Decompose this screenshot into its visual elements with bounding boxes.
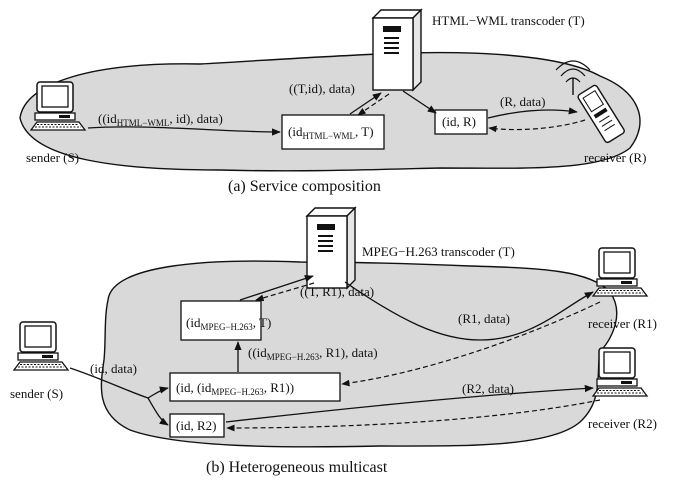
sender-label: sender (S) [26, 150, 79, 165]
sender-computer-icon [13, 321, 69, 371]
arrow-top-to-transcoder [239, 275, 314, 301]
transcoder-label: MPEG−H.263 transcoder (T) [362, 244, 515, 259]
arrow-trigger-to-transcoder [349, 92, 382, 115]
msg-r2-b: (R2, data) [462, 381, 514, 396]
receiver1-label: receiver (R1) [588, 316, 657, 331]
transcoder-server-icon [372, 9, 422, 91]
arrow-transcoder-to-receiver-trigger [402, 90, 437, 114]
arrow-r1-to-box-mid-dashed [341, 301, 601, 387]
transcoder-server-icon [306, 207, 356, 289]
arrow-r2-to-box-low-dashed [226, 399, 601, 432]
receiver-label: receiver (R) [584, 150, 646, 165]
msg-to-receiver-a: (R, data) [500, 94, 545, 109]
arrow-to-receiver [487, 107, 578, 119]
caption-b: (b) Heterogeneous multicast [206, 459, 388, 476]
receiver2-label: receiver (R2) [588, 416, 657, 431]
trigger-box-mid [169, 372, 341, 402]
msg-r1-b: (R1, data) [458, 311, 510, 326]
arrow-transcoder-to-r1 [344, 281, 594, 341]
msg-from-sender-b: (id, data) [90, 361, 137, 376]
panel-b: MPEG−H.263 transcoder (T) sender (S) rec… [10, 207, 657, 476]
caption-a: (a) Service composition [228, 178, 381, 195]
arrow-to-r2 [225, 384, 594, 423]
trigger-box-transcoder-text: (idHTML−WML, T) [288, 124, 374, 141]
arrow-receiver-to-trigger-dashed [488, 119, 586, 133]
msg-to-transcoder-a: ((T,id), data) [289, 81, 355, 96]
panel-a: HTML−WML transcoder (T) sender (S) recei… [19, 9, 646, 195]
receiver-handheld-icon [555, 60, 625, 144]
arrow-sender-to-trigger [87, 126, 281, 136]
trigger-box-receiver-text: (id, R) [442, 114, 476, 129]
trigger-box-top-text: (idMPEG−H.263, T) [186, 315, 271, 332]
trigger-box-low [169, 413, 225, 438]
msg-from-sender-a: ((idHTML−WML, id), data) [98, 111, 223, 128]
transcoder-label: HTML−WML transcoder (T) [432, 13, 585, 28]
receiver2-computer-icon [592, 347, 648, 397]
trigger-box-transcoder [281, 114, 385, 150]
arrow-sender-branch [69, 367, 149, 399]
msg-to-transcoder-b: ((T, R1), data) [300, 284, 374, 299]
msg-mid-b: ((idMPEG−H.263, R1), data) [248, 345, 378, 362]
arrow-to-box-mid [147, 386, 169, 399]
arrow-to-box-low [147, 397, 169, 426]
sender-label: sender (S) [10, 386, 63, 401]
arrow-transcoder-to-trigger-dashed [357, 93, 390, 116]
trigger-box-mid-text: (id, (idMPEG−H.263, R1)) [176, 380, 294, 397]
network-cloud-a [19, 51, 641, 172]
trigger-box-receiver [434, 109, 488, 135]
trigger-box-top [180, 300, 262, 341]
arrow-transcoder-to-top-dashed [255, 282, 315, 302]
trigger-box-low-text: (id, R2) [176, 418, 216, 433]
receiver1-computer-icon [592, 247, 648, 297]
